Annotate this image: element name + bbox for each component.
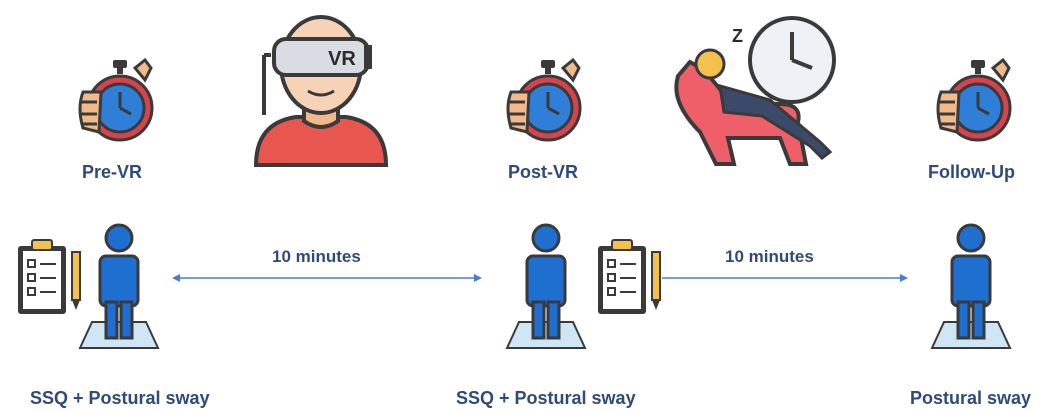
stopwatch-icon-followup bbox=[936, 58, 1012, 142]
phase-label-pre-vr: Pre-VR bbox=[82, 162, 143, 182]
stopwatch-icon-post bbox=[506, 58, 582, 142]
standing-person-icon-post bbox=[505, 223, 587, 350]
interval-label-1: 10 minutes bbox=[272, 247, 361, 266]
vr-headset-person-icon: VR bbox=[253, 15, 389, 167]
standing-person-icon-pre bbox=[78, 223, 160, 349]
clipboard-icon-post bbox=[597, 239, 661, 315]
vr-text: VR bbox=[328, 48, 356, 70]
stopwatch-icon-pre bbox=[78, 58, 154, 142]
clipboard-icon-pre bbox=[18, 239, 81, 314]
interval-arrow-2 bbox=[662, 274, 908, 282]
measure-label-post: SSQ + Postural sway bbox=[456, 388, 636, 408]
sleep-z-text: Z bbox=[732, 26, 743, 46]
resting-chair-clock-icon: Z bbox=[674, 16, 836, 166]
standing-person-icon-followup bbox=[930, 223, 1012, 350]
phase-label-follow-up: Follow-Up bbox=[928, 162, 1015, 182]
interval-arrow-1 bbox=[172, 274, 482, 282]
measure-label-followup: Postural sway bbox=[910, 388, 1032, 408]
measure-label-pre: SSQ + Postural sway bbox=[30, 388, 210, 408]
phase-label-post-vr: Post-VR bbox=[508, 162, 579, 182]
interval-label-2: 10 minutes bbox=[725, 247, 814, 266]
